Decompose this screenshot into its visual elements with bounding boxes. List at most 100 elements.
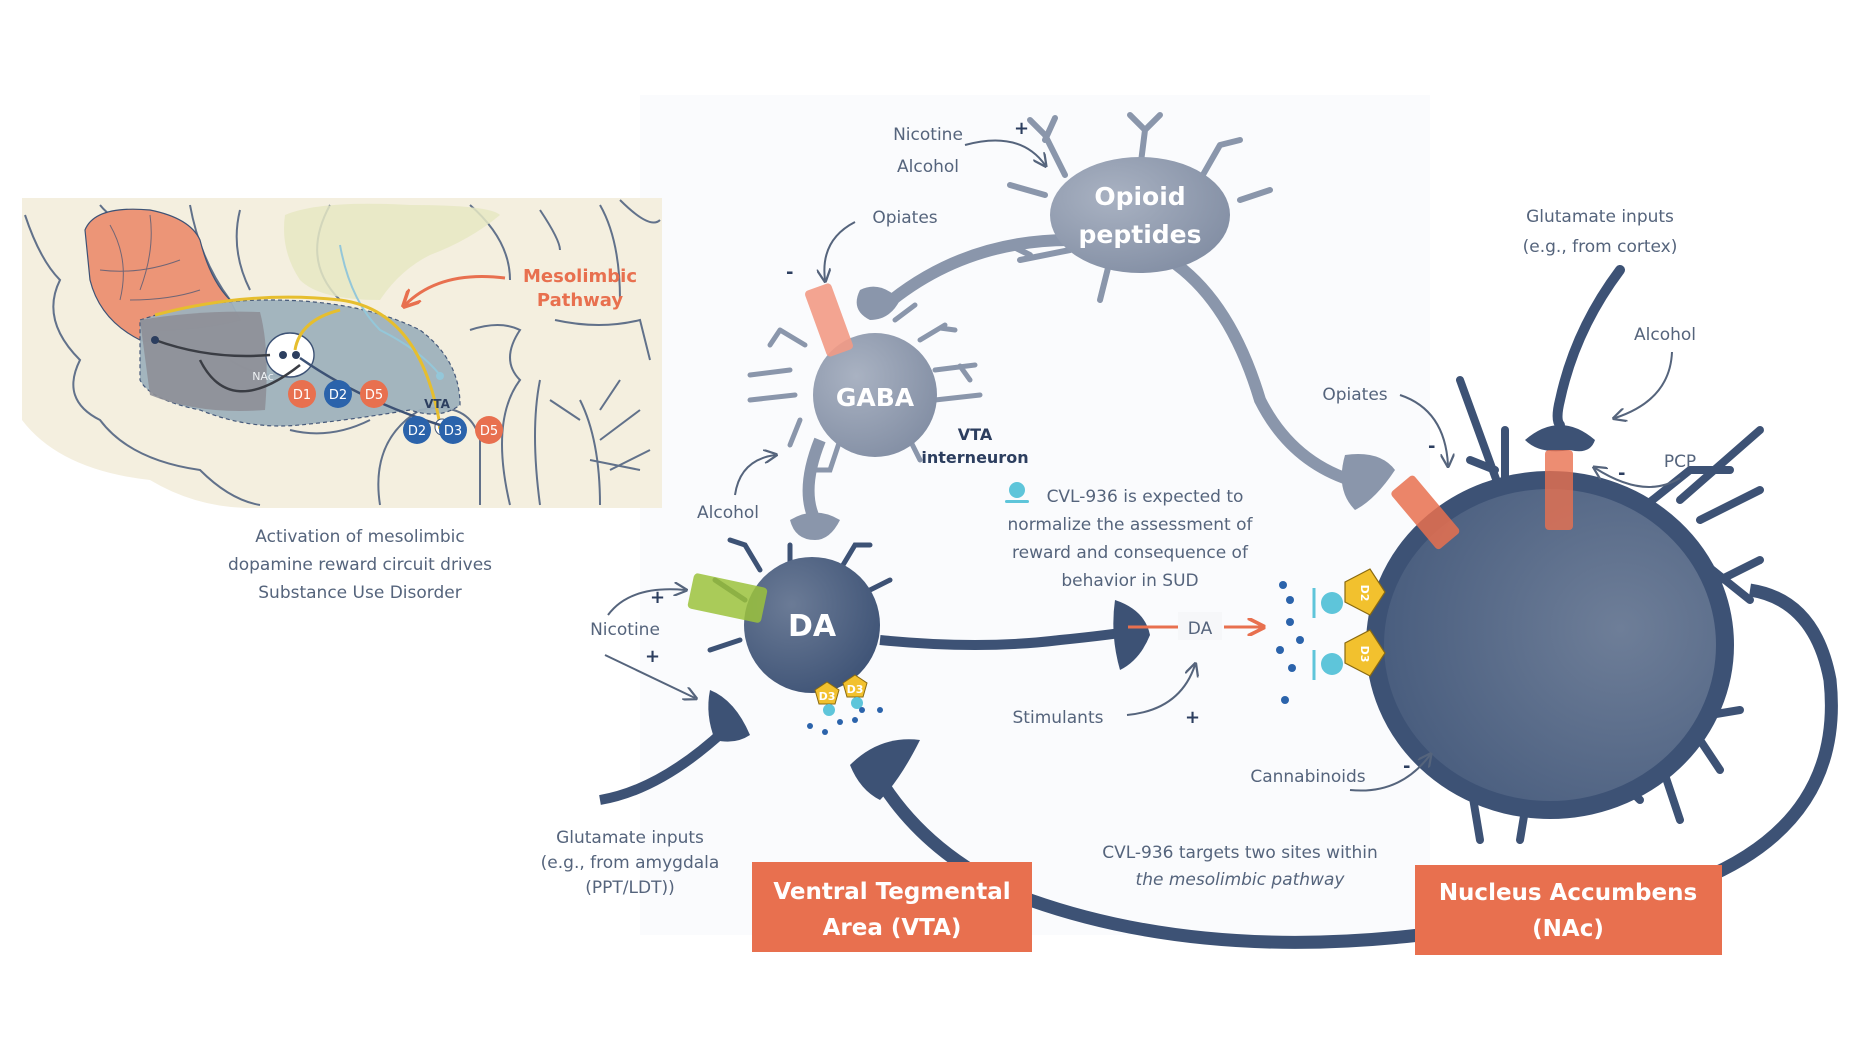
vta-receptor-1: D3 <box>847 683 864 696</box>
label-opiates-nac: Opiates <box>1322 385 1387 405</box>
label-alcohol-gaba: Alcohol <box>697 503 759 523</box>
nac-to-vta-axon <box>874 776 1421 949</box>
badge-vta-1: D3 <box>444 424 462 439</box>
arrow-alcohol-gaba <box>734 455 775 496</box>
da-axon-terminal <box>1113 600 1150 670</box>
gaba-cell-body <box>813 333 937 457</box>
label-pcp: PCP <box>1664 452 1696 472</box>
glutamate-amygdala-line3: (PPT/LDT)) <box>585 878 674 898</box>
arrow-nicotine-glutamate <box>604 654 695 698</box>
badge-nac-1: D2 <box>329 388 347 403</box>
label-alcohol-nac: Alcohol <box>1634 325 1696 345</box>
nac-efferent-axon <box>1697 583 1838 887</box>
label-cannabinoids: Cannabinoids <box>1250 767 1365 787</box>
badge-vta-0: D2 <box>408 424 426 439</box>
nac-d2-d3-receptors: D2 D3 <box>1312 568 1386 680</box>
mesolimbic-yellow-path <box>154 295 442 426</box>
da-neuron: DA D3 D3 <box>687 537 1150 735</box>
mu-opioid-receptor-gaba <box>805 283 853 357</box>
label-nicotine-top: Nicotine <box>893 125 963 145</box>
nac-dopamine-vesicles <box>1276 581 1304 704</box>
nac-receptor-0: D2 <box>1358 585 1371 602</box>
glutamate-cortex-line2: (e.g., from cortex) <box>1523 237 1678 257</box>
arrow-pcp <box>1595 468 1681 488</box>
sign-minus-gaba: - <box>786 262 793 283</box>
arrow-alcohol-nac <box>1615 351 1673 418</box>
cvl-targets-line1: CVL-936 targets two sites within <box>1102 843 1378 863</box>
background-panel <box>640 95 1430 935</box>
sign-minus-opiates-nac: - <box>1428 436 1435 457</box>
brain-caption: Activation of mesolimbic dopamine reward… <box>228 527 492 603</box>
sign-plus-nicotine-2: + <box>645 646 660 667</box>
arrow-opiates-gaba <box>824 221 856 280</box>
cvl-expected-line3: reward and consequence of <box>1012 543 1249 563</box>
da-cell-body <box>744 557 880 693</box>
badge-nac-2: D5 <box>365 388 383 403</box>
sign-minus-pcp: - <box>1618 463 1625 484</box>
pathway-pointer-arrow <box>405 275 506 305</box>
glutamate-amygdala-axon <box>599 726 729 805</box>
opioid-neuron: Opioid peptides <box>856 112 1395 510</box>
gaba-label: GABA <box>836 383 915 412</box>
nac-box-line2: (NAc) <box>1532 916 1604 942</box>
nac-receptor-1: D3 <box>1358 646 1371 663</box>
sign-plus-opioid: + <box>1014 118 1029 139</box>
cvl-expected-line1: CVL-936 is expected to <box>1047 487 1244 507</box>
vta-label: VTA <box>424 397 451 411</box>
glutamate-cortex-terminal <box>1525 425 1595 452</box>
cvl-drug-icon <box>1005 482 1029 503</box>
striatum-region <box>284 203 500 300</box>
sign-plus-stimulants: + <box>1185 707 1200 728</box>
cvl-expected-annotation: CVL-936 is expected to normalize the ass… <box>1005 482 1253 591</box>
caption-line1: Activation of mesolimbic <box>255 527 464 547</box>
glutamate-cortex-line1: Glutamate inputs <box>1526 207 1674 227</box>
arrow-cannabinoids <box>1349 755 1430 792</box>
vta-region-box: Ventral Tegmental Area (VTA) <box>752 862 1032 952</box>
nac-to-vta-terminal <box>850 739 920 800</box>
nicotinic-receptor-channel <box>687 573 768 623</box>
da-synapse-box <box>1178 612 1222 640</box>
badge-nac-0: D1 <box>293 388 311 403</box>
label-stimulants: Stimulants <box>1013 708 1104 728</box>
label-alcohol-top: Alcohol <box>897 157 959 177</box>
vta-receptor-badges: D2 D3 D5 <box>403 416 503 444</box>
vta-receptor-0: D3 <box>819 690 836 703</box>
vta-box-background <box>752 862 1032 952</box>
mu-opioid-receptor-nac <box>1391 475 1460 550</box>
arrow-opiates-nac <box>1399 394 1448 465</box>
gaba-caption-line1: VTA <box>958 425 993 444</box>
brain-inset: Mesolimbic Pathway NAc VTA D1 D2 D5 D2 D… <box>22 198 662 508</box>
vta-box-line1: Ventral Tegmental <box>773 879 1010 905</box>
arrow-nicotine-alcohol-opioid <box>964 139 1045 166</box>
sign-plus-nicotine-1: + <box>650 587 665 608</box>
opioid-label-line1: Opioid <box>1094 182 1185 211</box>
nac-neuron: D2 D3 <box>1312 265 1764 844</box>
sign-minus-cannabinoids: - <box>1403 756 1410 777</box>
nac-receptor-badges: D1 D2 D5 <box>288 380 388 408</box>
label-nicotine-da: Nicotine <box>590 620 660 640</box>
mesolimbic-label-line1: Mesolimbic <box>523 266 637 287</box>
vta-box-line2: Area (VTA) <box>823 915 962 941</box>
badge-vta-2: D5 <box>480 424 498 439</box>
label-opiates-gaba: Opiates <box>872 208 937 228</box>
gaba-neuron: GABA <box>747 283 983 540</box>
nmda-receptor-nac <box>1545 450 1573 530</box>
nac-region-box: Nucleus Accumbens (NAc) <box>1415 865 1722 955</box>
cortical-fiber <box>339 244 441 376</box>
arrow-nicotine-channel <box>607 589 685 616</box>
cvl-expected-line4: behavior in SUD <box>1061 571 1198 591</box>
vta-dopamine-vesicles <box>807 707 883 735</box>
opioid-axon-to-gaba <box>876 234 1071 315</box>
gaba-caption-line2: interneuron <box>921 448 1028 467</box>
da-axon <box>879 625 1141 650</box>
opioid-axon-to-nac <box>1166 255 1352 486</box>
glutamate-amygdala-line1: Glutamate inputs <box>556 828 704 848</box>
nac-label: NAc <box>252 370 274 383</box>
nac-box-line1: Nucleus Accumbens <box>1439 880 1697 906</box>
glutamate-cortex-axon <box>1552 265 1625 430</box>
cvl-targets-line2: the mesolimbic pathway <box>1136 870 1346 890</box>
glutamate-amygdala-line2: (e.g., from amygdala <box>541 853 720 873</box>
glutamate-amygdala-terminal <box>708 690 750 742</box>
caption-line3: Substance Use Disorder <box>258 583 461 603</box>
